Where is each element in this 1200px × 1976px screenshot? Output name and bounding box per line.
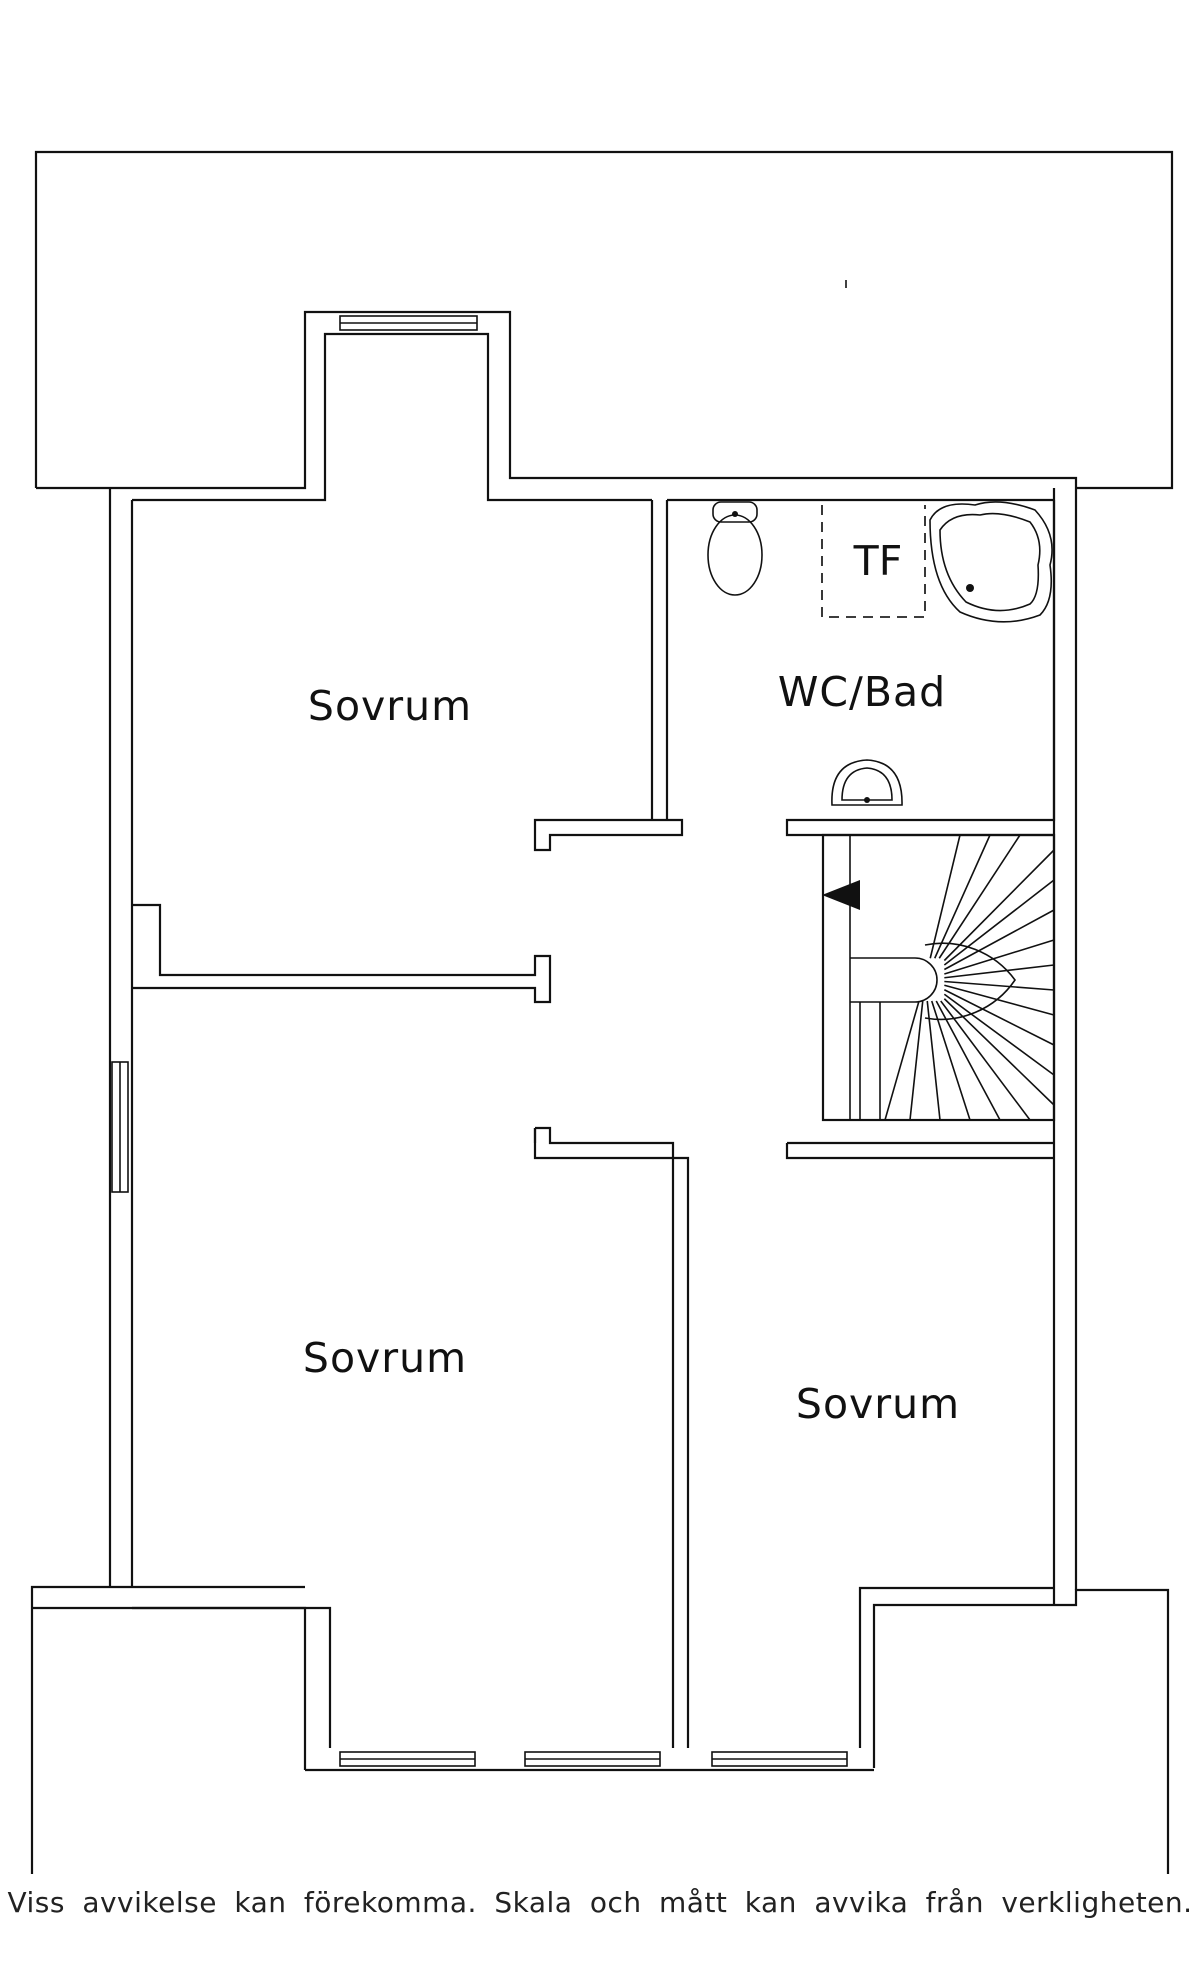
window-left bbox=[111, 1061, 129, 1193]
stair-tread bbox=[943, 849, 1055, 962]
toilet-icon bbox=[707, 501, 763, 596]
stair-tread bbox=[929, 834, 961, 959]
window-top bbox=[339, 315, 478, 331]
room-label-bedroom-bottom-left: Sovrum bbox=[303, 1334, 467, 1382]
tf-area: TF bbox=[821, 505, 926, 618]
stair-tread bbox=[943, 993, 1055, 1076]
stair-tread bbox=[926, 1000, 941, 1121]
stair-tread bbox=[940, 1000, 1031, 1121]
stair-tread bbox=[943, 989, 1055, 1046]
bathtub-icon bbox=[929, 501, 1053, 623]
stair-tread bbox=[944, 984, 1055, 1016]
sink-icon bbox=[831, 759, 903, 806]
roof-outline bbox=[30, 150, 1174, 1874]
stair-tread bbox=[944, 939, 1055, 975]
tf-label: TF bbox=[853, 537, 903, 585]
stair-tread bbox=[930, 1000, 971, 1121]
window-bottom-1 bbox=[339, 1751, 476, 1767]
stair-tread bbox=[934, 834, 991, 959]
stair-tread bbox=[943, 909, 1055, 971]
window-bottom-2 bbox=[524, 1751, 661, 1767]
room-label-bedroom-bottom-right: Sovrum bbox=[796, 1380, 960, 1428]
stair-tread bbox=[884, 1000, 920, 1121]
room-label-bathroom: WC/Bad bbox=[778, 668, 946, 716]
staircase bbox=[821, 833, 1056, 1122]
stair-tread bbox=[944, 964, 1055, 979]
disclaimer-text: Viss avvikelse kan förekomma. Skala och … bbox=[7, 1886, 1193, 1919]
stair-direction-arrow-icon bbox=[822, 880, 860, 910]
stair-tread bbox=[943, 879, 1055, 966]
stair-tread bbox=[935, 1000, 1001, 1121]
stair-tread bbox=[943, 998, 1055, 1106]
window-bottom-3 bbox=[711, 1751, 848, 1767]
stair-tread bbox=[938, 834, 1021, 959]
room-label-bedroom-top: Sovrum bbox=[308, 682, 472, 730]
stair-tread bbox=[909, 1000, 924, 1121]
stair-tread bbox=[944, 980, 1055, 991]
